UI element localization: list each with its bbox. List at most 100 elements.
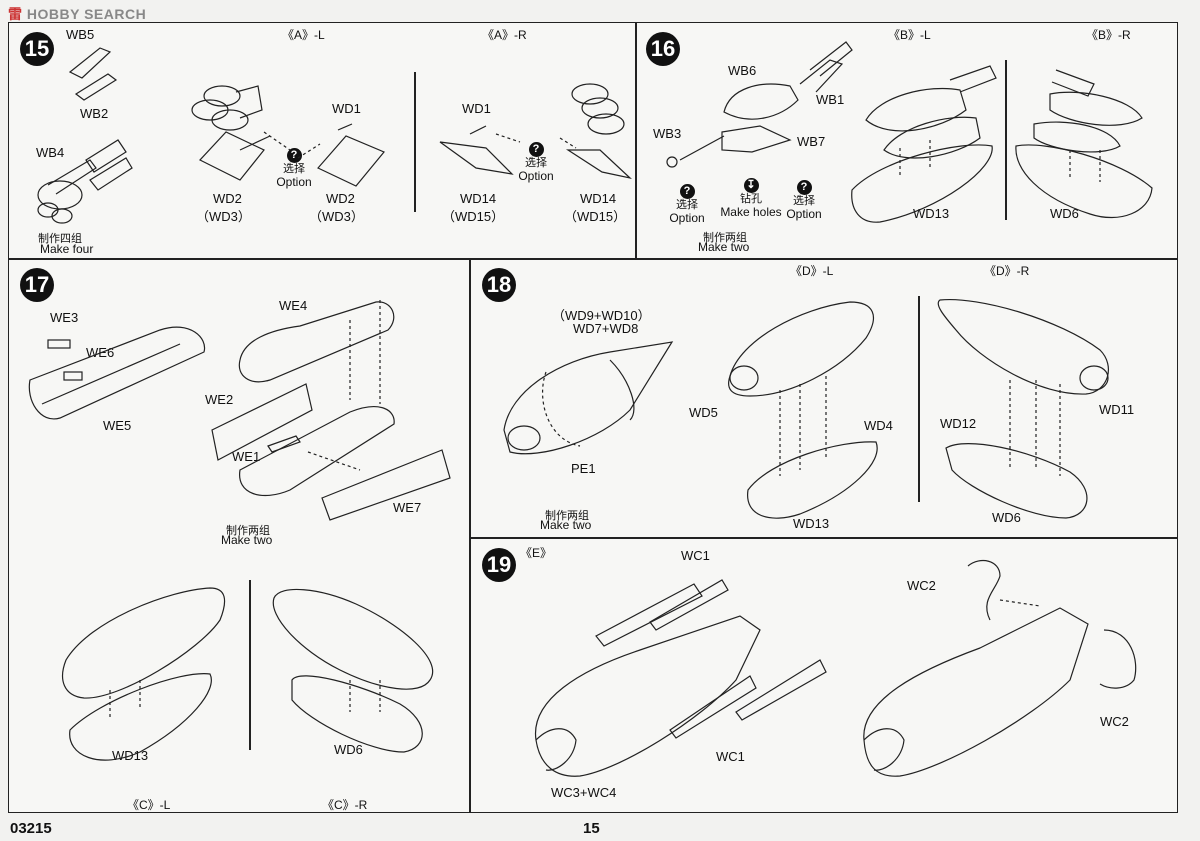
step-16-divider [1005,60,1007,220]
step-15-panel [8,22,636,259]
step-19-number: 19 [482,548,516,582]
pod-d-r-drawing [937,298,1109,519]
step-16-note-en: Make two [698,240,750,254]
label-wd6-17: WD6 [334,742,363,757]
option-cn: 选择 [283,163,305,175]
drill-marker-16: ↧ 钻孔 Make holes [718,178,784,220]
label-wd14-b: WD14 [580,191,617,206]
label-wd2-a: WD2 [213,191,242,206]
step-17-note-cn: 制作两组 [226,525,270,537]
step-17-panel [8,259,470,813]
label-wb4: WB4 [36,145,65,160]
label-wb7: WB7 [797,134,826,149]
label-wd6-16: WD6 [1050,206,1079,221]
step-19-panel [470,538,1178,813]
label-wc2-b: WC2 [1100,714,1129,729]
step-15-note-en: Make four [40,242,94,256]
step-18-panel [470,259,1178,538]
watermark-cn: 雷 [8,6,23,22]
label-wd15-b: （WD15） [564,209,627,224]
step-17-header-cl: 《C》-L [127,798,171,812]
label-wd4: WD4 [864,418,893,433]
step-16-note-cn: 制作两组 [703,232,747,244]
label-wc1-b: WC1 [716,749,745,764]
step-15-note-cn: 制作四组 [38,233,82,245]
option-cn: 选择 [793,195,815,207]
watermark-en: HOBBY SEARCH [26,6,147,22]
label-we1: WE1 [232,449,261,464]
pod-we4-drawing [211,300,451,521]
step-18-note-cn: 制作两组 [545,510,589,522]
label-wb3: WB3 [653,126,682,141]
bomb-wc2-drawing [863,559,1137,777]
label-wd12: WD12 [940,416,977,431]
label-pe1: PE1 [571,461,596,476]
label-wb1: WB1 [816,92,845,107]
drill-en: Make holes [720,205,782,219]
step-18-header-left: 《D》-L [790,264,834,278]
label-we2: WE2 [205,392,234,407]
label-wd6-18: WD6 [992,510,1021,525]
step-16-panel [636,22,1178,259]
step-17-divider [249,580,251,750]
label-wd2-b: WD2 [326,191,355,206]
label-wd13-16: WD13 [913,206,950,221]
step-15-header-right: 《A》-R [482,28,527,42]
step-16-number: 16 [646,32,680,66]
option-en: Option [518,169,554,183]
pod-b-l-drawing [851,65,997,223]
option-en: Option [276,175,312,189]
step-18-divider [918,296,920,502]
watermark: 雷 HOBBY SEARCH [8,4,146,24]
step-18-header-right: 《D》-R [984,264,1030,278]
step-16-header-left: 《B》-L [888,28,931,42]
product-code: 03215 [10,820,52,837]
bomb-pe1-drawing [503,341,674,455]
rack-wd2b-drawing [263,123,385,187]
step-16-header-right: 《B》-R [1086,28,1131,42]
option-en: Option [786,207,822,221]
option-cn: 选择 [525,157,547,169]
label-wb2: WB2 [80,106,109,121]
step-17-header-cr: 《C》-R [322,798,368,812]
rack-wd2-drawing [191,85,271,181]
label-we5: WE5 [103,418,132,433]
label-wb6: WB6 [728,63,757,78]
option-icon: ? [679,184,695,199]
step-15-header-left: 《A》-L [282,28,325,42]
label-wc2-a: WC2 [907,578,936,593]
pod-d-l-drawing [728,301,878,519]
label-wd14-a: WD14 [460,191,497,206]
option-icon: ? [286,148,302,163]
label-wd1-b: WD1 [462,101,491,116]
drill-cn: 钻孔 [740,193,762,205]
step-17-note-en: Make two [221,533,273,547]
pod-c-l-drawing [62,587,226,761]
page-number: 15 [583,820,600,837]
rack-wd14-drawing [439,125,521,175]
label-wd3-a: （WD3） [196,209,251,224]
label-we3: WE3 [50,310,79,325]
bomb-rack-wb4-drawing [37,139,133,224]
option-icon: ? [528,142,544,157]
option-marker-15a: ? 选择 Option [274,148,314,190]
option-cn: 选择 [676,199,698,211]
label-we7: WE7 [393,500,422,515]
pod-c-r-drawing [272,588,434,753]
label-wd13-18: WD13 [793,516,830,531]
pod-b-r-drawing [1015,69,1153,219]
drill-icon: ↧ [743,178,759,193]
step-15-divider [414,72,416,212]
option-icon: ? [796,180,812,195]
option-marker-16a: ? 选择 Option [666,184,708,226]
label-wc1-a: WC1 [681,548,710,563]
label-wd3-b: （WD3） [309,209,364,224]
bomb-wb6-drawing [666,41,853,168]
label-wb5: WB5 [66,27,95,42]
step-18-note-en: Make two [540,518,592,532]
pod-we5-drawing [28,326,206,420]
step-19-header: 《E》 [520,546,553,560]
rack-wd14b-drawing [559,83,632,180]
bomb-wc3-drawing [534,579,827,777]
